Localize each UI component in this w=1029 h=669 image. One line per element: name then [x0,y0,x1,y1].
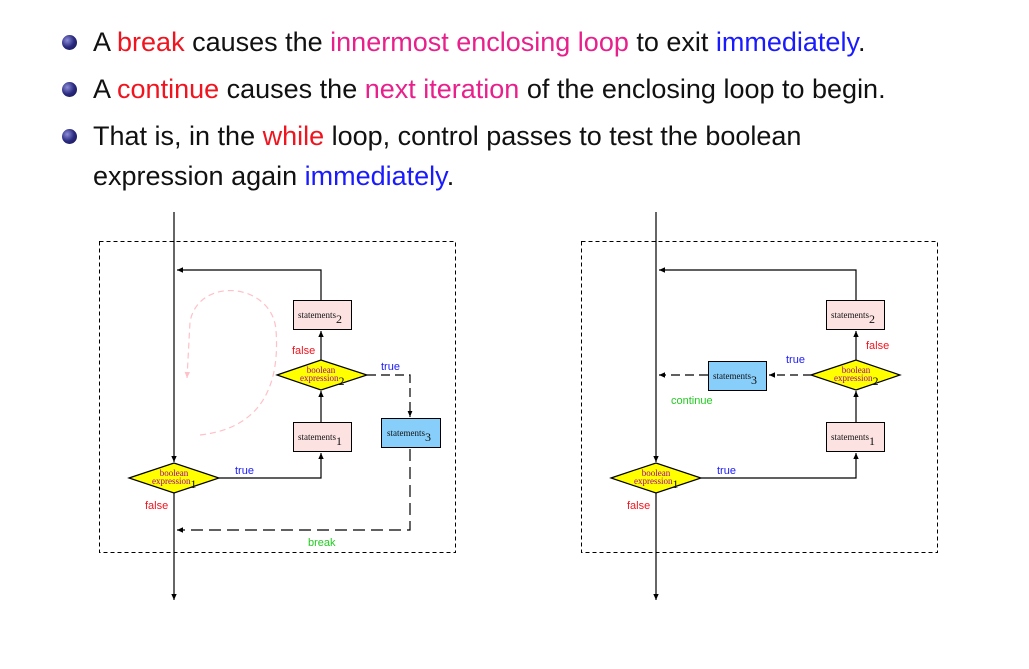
condition2-label: expression2 [300,373,345,388]
continue-label: continue [671,395,713,407]
true-arrow [701,453,859,479]
condition1-label: boolean [160,468,189,478]
keyword-break: break [117,27,185,57]
statements3-box [381,418,441,448]
statements2-box [826,300,885,330]
true-label: true [786,354,805,366]
true-label: true [235,465,254,477]
bullet-list: A break causes the innermost enclosing l… [62,22,913,203]
highlight: immediately [715,27,858,57]
break-label: break [308,537,336,549]
bullet-continue: A continue causes the next iteration of … [62,69,913,109]
statements1-box [826,422,885,452]
condition2-diamond [809,359,902,391]
loop-boundary [99,241,456,553]
break-flowchart: statements2 boolean expression2 false tr… [99,212,456,600]
bullet-icon [62,35,77,50]
statements1-label: statements1 [298,432,342,448]
text: loop, control passes to test the boolean… [93,121,802,191]
bullet-while: That is, in the while loop, control pass… [62,116,913,196]
statements1-label: statements1 [831,432,875,448]
condition2-label: boolean [842,365,871,375]
text: causes the [184,27,331,57]
keyword-continue: continue [117,74,220,104]
text: A [93,27,118,57]
statements2-box [293,300,352,330]
false-label: false [145,500,168,512]
true-arrow [219,453,324,479]
text: . [857,27,866,57]
bullet-break: A break causes the innermost enclosing l… [62,22,913,62]
text: . [446,161,455,191]
statements3-box [708,361,767,391]
condition1-label: boolean [642,468,671,478]
flow-curve-arrow [184,290,278,436]
text: That is, in the [93,121,263,151]
bullet-icon [62,82,77,97]
condition2-label: expression2 [834,373,879,388]
false-label: false [292,345,315,357]
highlight: immediately [304,161,447,191]
false-label: false [627,500,650,512]
emphasis: next iteration [364,74,520,104]
true-arrow [367,374,413,417]
condition1-label: expression1 [634,476,679,491]
loop-boundary [581,241,938,553]
statements3-label: statements3 [387,428,431,444]
text: causes the [219,74,365,104]
text: to exit [628,27,716,57]
text: of the enclosing loop to begin. [519,74,886,104]
statements2-label: statements2 [831,310,875,326]
false-label: false [866,340,889,352]
statements1-box [293,422,352,452]
text: A [93,74,118,104]
continue-flowchart: statements2 false boolean expression2 tr… [581,212,938,600]
keyword-while: while [262,121,325,151]
statements3-label: statements3 [713,371,757,387]
true-label: true [717,465,736,477]
emphasis: innermost enclosing loop [330,27,629,57]
true-label: true [381,361,400,373]
bullet-icon [62,129,77,144]
condition2-label: boolean [307,365,336,375]
condition1-label: expression1 [152,476,197,491]
break-arrow [177,449,411,533]
loop-back-arrow [177,267,322,300]
statements2-label: statements2 [298,310,342,326]
loop-back-arrow [659,267,857,300]
